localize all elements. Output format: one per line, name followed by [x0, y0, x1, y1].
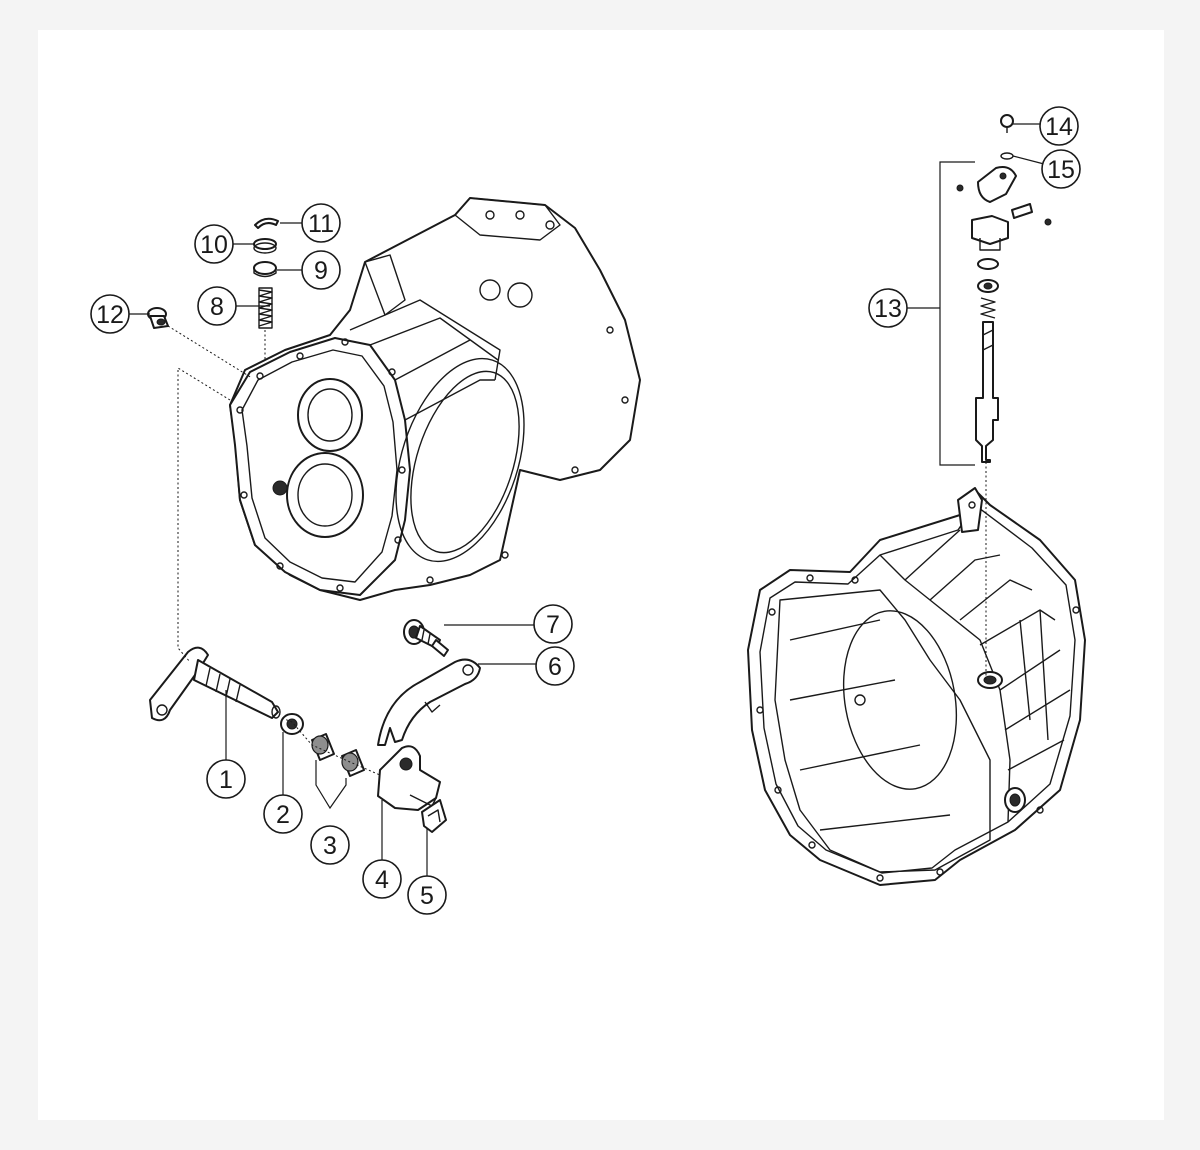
callout-13: 13	[868, 288, 908, 328]
part-9-cap	[253, 261, 277, 278]
callout-label: 6	[548, 653, 562, 681]
part-7-pivot-bolt	[403, 619, 449, 657]
callout-label: 11	[308, 210, 334, 238]
callout-5: 5	[407, 875, 447, 915]
callout-label: 4	[375, 866, 389, 894]
callout-label: 10	[200, 231, 228, 259]
assembly-guides	[167, 325, 987, 776]
callout-14: 14	[1039, 106, 1079, 146]
exploded-parts-diagram: 1 2 3 4 5 6 7 8 9 10 11 12	[90, 106, 1086, 915]
callout-label: 12	[96, 301, 124, 329]
callout-label: 15	[1047, 156, 1075, 184]
gearbox-cover-right	[747, 487, 1086, 886]
part-6-shift-lever	[377, 658, 481, 746]
callout-7: 7	[533, 604, 573, 644]
callout-8: 8	[197, 286, 237, 326]
callout-label: 14	[1045, 113, 1073, 141]
callout-label: 8	[210, 293, 224, 321]
callout-label: 5	[420, 882, 434, 910]
part-8-spring	[258, 287, 273, 329]
callout-12: 12	[90, 294, 130, 334]
part-4-selector-finger	[377, 745, 441, 811]
part-5-clip	[421, 799, 447, 833]
callout-label: 3	[323, 832, 337, 860]
part-12-plug-screw	[147, 307, 169, 329]
leader-lines	[128, 123, 1045, 878]
callout-4: 4	[362, 859, 402, 899]
callout-3: 3	[310, 825, 350, 865]
part-11-circlip	[254, 217, 279, 229]
part-1-selector-shaft	[149, 646, 281, 722]
callout-15: 15	[1041, 149, 1081, 189]
callout-label: 13	[874, 295, 902, 323]
part-15-o-ring	[1000, 152, 1014, 160]
callout-11: 11	[301, 203, 341, 243]
callout-1: 1	[206, 759, 246, 799]
callout-2: 2	[263, 794, 303, 834]
callout-6: 6	[535, 646, 575, 686]
callout-label: 7	[546, 611, 560, 639]
part-14-breather	[1000, 114, 1014, 133]
callout-9: 9	[301, 250, 341, 290]
part-3-bush-a	[311, 733, 335, 761]
part-13-shift-rod-assembly	[956, 166, 1052, 463]
callout-10: 10	[194, 224, 234, 264]
callout-label: 1	[219, 766, 233, 794]
callout-label: 9	[314, 257, 328, 285]
gearbox-housing-left	[229, 197, 641, 601]
callout-label: 2	[276, 801, 290, 829]
part-10-ring	[253, 238, 277, 254]
diagram-sheet: 1 2 3 4 5 6 7 8 9 10 11 12	[38, 30, 1164, 1120]
